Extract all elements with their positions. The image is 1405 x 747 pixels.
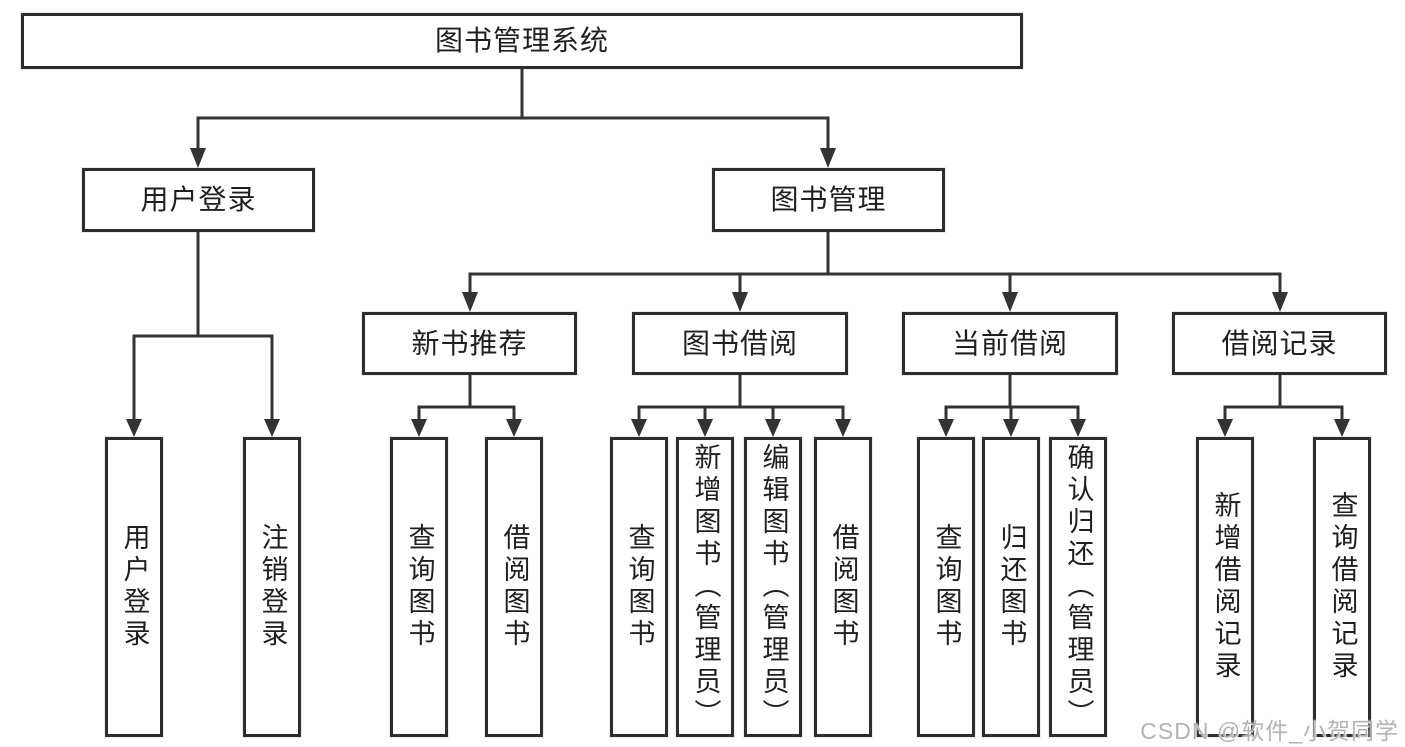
connector-current-children xyxy=(938,373,1086,437)
leaf-query-books-2: 查询图书 xyxy=(610,437,668,737)
leaf-borrow-book-2-label: 借阅图书 xyxy=(828,523,859,651)
node-book-management: 图书管理 xyxy=(712,168,945,232)
node-book-borrow-label: 图书借阅 xyxy=(681,327,798,359)
leaf-logout-label: 注销登录 xyxy=(257,523,288,651)
node-book-borrow: 图书借阅 xyxy=(632,312,848,375)
leaf-confirm-return-admin: 确认归还（管理员） xyxy=(1049,437,1107,737)
node-root-system: 图书管理系统 xyxy=(21,13,1023,69)
leaf-query-books-1-label: 查询图书 xyxy=(404,523,435,651)
leaf-return-book: 归还图书 xyxy=(982,437,1040,737)
leaf-query-books-2-label: 查询图书 xyxy=(624,523,655,651)
leaf-query-borrow-record-label: 查询借阅记录 xyxy=(1327,491,1358,683)
node-current-borrow: 当前借阅 xyxy=(902,312,1118,375)
node-root-label: 图书管理系统 xyxy=(434,25,609,56)
node-new-book-recommend: 新书推荐 xyxy=(362,312,577,375)
node-borrow-records-label: 借阅记录 xyxy=(1221,327,1338,359)
leaf-logout: 注销登录 xyxy=(243,437,301,737)
connector-book-mgmt-children xyxy=(462,230,1288,312)
leaf-borrow-book-1-label: 借阅图书 xyxy=(499,523,530,651)
leaf-query-books-3-label: 查询图书 xyxy=(931,523,962,651)
leaf-edit-book-admin-label: 编辑图书（管理员） xyxy=(758,443,789,731)
connector-records-children xyxy=(1217,373,1350,437)
node-new-book-recommend-label: 新书推荐 xyxy=(411,327,528,359)
leaf-user-login-label: 用户登录 xyxy=(119,523,150,651)
leaf-query-books-3: 查询图书 xyxy=(917,437,975,737)
leaf-add-book-admin-label: 新增图书（管理员） xyxy=(690,443,721,731)
connector-borrow-children xyxy=(631,373,851,437)
csdn-watermark: CSDN @软件_小贺同学 xyxy=(1140,718,1399,744)
node-user-login: 用户登录 xyxy=(82,168,315,232)
leaf-query-books-1: 查询图书 xyxy=(390,437,448,737)
leaf-return-book-label: 归还图书 xyxy=(996,523,1027,651)
leaf-borrow-book-1: 借阅图书 xyxy=(485,437,543,737)
connector-user-login-children xyxy=(126,230,280,437)
leaf-user-login: 用户登录 xyxy=(105,437,163,737)
connector-root-to-level1 xyxy=(190,67,836,168)
leaf-edit-book-admin: 编辑图书（管理员） xyxy=(744,437,802,737)
leaf-query-borrow-record: 查询借阅记录 xyxy=(1313,437,1371,737)
node-borrow-records: 借阅记录 xyxy=(1172,312,1387,375)
node-current-borrow-label: 当前借阅 xyxy=(951,327,1068,359)
leaf-add-borrow-record: 新增借阅记录 xyxy=(1196,437,1254,737)
leaf-borrow-book-2: 借阅图书 xyxy=(814,437,872,737)
leaf-confirm-return-admin-label: 确认归还（管理员） xyxy=(1063,443,1094,731)
node-book-management-label: 图书管理 xyxy=(770,184,887,215)
connector-new-book-children xyxy=(411,373,522,437)
leaf-add-book-admin: 新增图书（管理员） xyxy=(676,437,734,737)
node-user-login-label: 用户登录 xyxy=(140,184,257,215)
leaf-add-borrow-record-label: 新增借阅记录 xyxy=(1210,491,1241,683)
